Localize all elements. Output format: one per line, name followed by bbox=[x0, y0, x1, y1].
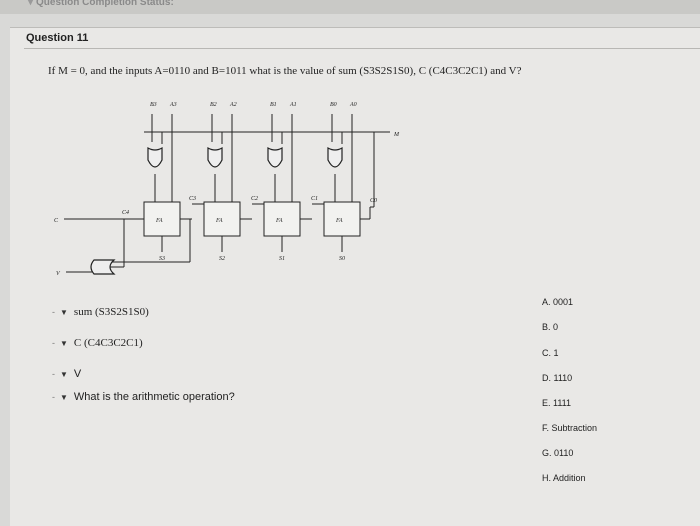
match-row-sum[interactable]: -▼ sum (S3S2S1S0) bbox=[52, 306, 149, 324]
completion-status-label: Question Completion Status: bbox=[36, 0, 174, 8]
option-h: H. Addition bbox=[542, 473, 586, 483]
match-label-operation: What is the arithmetic operation? bbox=[73, 391, 235, 403]
fa-label-2: FA bbox=[215, 218, 223, 224]
question-title: Question 11 bbox=[26, 32, 89, 44]
label-v: V bbox=[56, 271, 61, 277]
sum-s1: S1 bbox=[279, 256, 285, 262]
label-a1: A1 bbox=[289, 102, 297, 108]
option-e: E. 1111 bbox=[542, 398, 572, 408]
carry-c4: C4 bbox=[122, 209, 129, 216]
top-bar bbox=[0, 0, 700, 14]
title-divider bbox=[24, 48, 700, 49]
label-b1: B1 bbox=[270, 102, 277, 108]
match-label-sum: sum (S3S2S1S0) bbox=[73, 306, 149, 318]
chevron-down-icon[interactable]: ▼ bbox=[60, 338, 68, 348]
sum-s2: S2 bbox=[219, 256, 225, 262]
fa-label-1: FA bbox=[275, 218, 283, 224]
match-row-operation[interactable]: -▼ What is the arithmetic operation? bbox=[52, 391, 235, 409]
completion-status: ▾Question Completion Status: bbox=[28, 0, 174, 8]
label-b0: B0 bbox=[330, 102, 337, 108]
carry-c0: C0 bbox=[370, 198, 377, 204]
option-a: A. 0001 bbox=[542, 297, 574, 307]
match-select-carry[interactable]: - bbox=[52, 338, 55, 348]
status-bullet-icon: ▾ bbox=[28, 0, 34, 8]
adder-subtractor-diagram: B3 A3 B2 A2 B1 A1 B0 A0 M C V FA FA FA F… bbox=[54, 102, 400, 277]
carry-c1: C1 bbox=[311, 196, 318, 202]
fa-label-3: FA bbox=[155, 218, 163, 224]
question-text: If M = 0, and the inputs A=0110 and B=10… bbox=[48, 65, 522, 77]
chevron-down-icon[interactable]: ▼ bbox=[60, 392, 68, 402]
option-f: F. Subtraction bbox=[542, 423, 598, 433]
label-a0: A0 bbox=[349, 102, 357, 108]
match-select-v[interactable]: - bbox=[52, 369, 55, 379]
carry-c2: C2 bbox=[251, 196, 258, 202]
label-b2: B2 bbox=[210, 102, 217, 108]
option-d: D. 1110 bbox=[542, 373, 573, 383]
match-row-v[interactable]: -▼ V bbox=[52, 368, 81, 386]
fa-label-0: FA bbox=[335, 218, 343, 224]
label-m: M bbox=[393, 132, 400, 138]
sum-s0: S0 bbox=[339, 256, 345, 262]
label-a3: A3 bbox=[169, 102, 177, 108]
match-select-sum[interactable]: - bbox=[52, 307, 55, 317]
match-row-carry[interactable]: -▼ C (C4C3C2C1) bbox=[52, 337, 143, 355]
chevron-down-icon[interactable]: ▼ bbox=[60, 369, 68, 379]
match-label-carry: C (C4C3C2C1) bbox=[73, 337, 143, 349]
match-label-v: V bbox=[73, 368, 82, 380]
label-b3: B3 bbox=[150, 102, 157, 108]
match-select-operation[interactable]: - bbox=[52, 392, 55, 402]
label-a2: A2 bbox=[229, 102, 237, 108]
option-c: C. 1 bbox=[542, 348, 559, 358]
sum-s3: S3 bbox=[159, 256, 165, 262]
label-c: C bbox=[54, 218, 59, 224]
carry-c3: C3 bbox=[189, 196, 196, 202]
question-panel: Question 11 If M = 0, and the inputs A=0… bbox=[10, 27, 700, 526]
option-g: G. 0110 bbox=[542, 448, 574, 458]
option-b: B. 0 bbox=[542, 322, 559, 332]
chevron-down-icon[interactable]: ▼ bbox=[60, 307, 68, 317]
